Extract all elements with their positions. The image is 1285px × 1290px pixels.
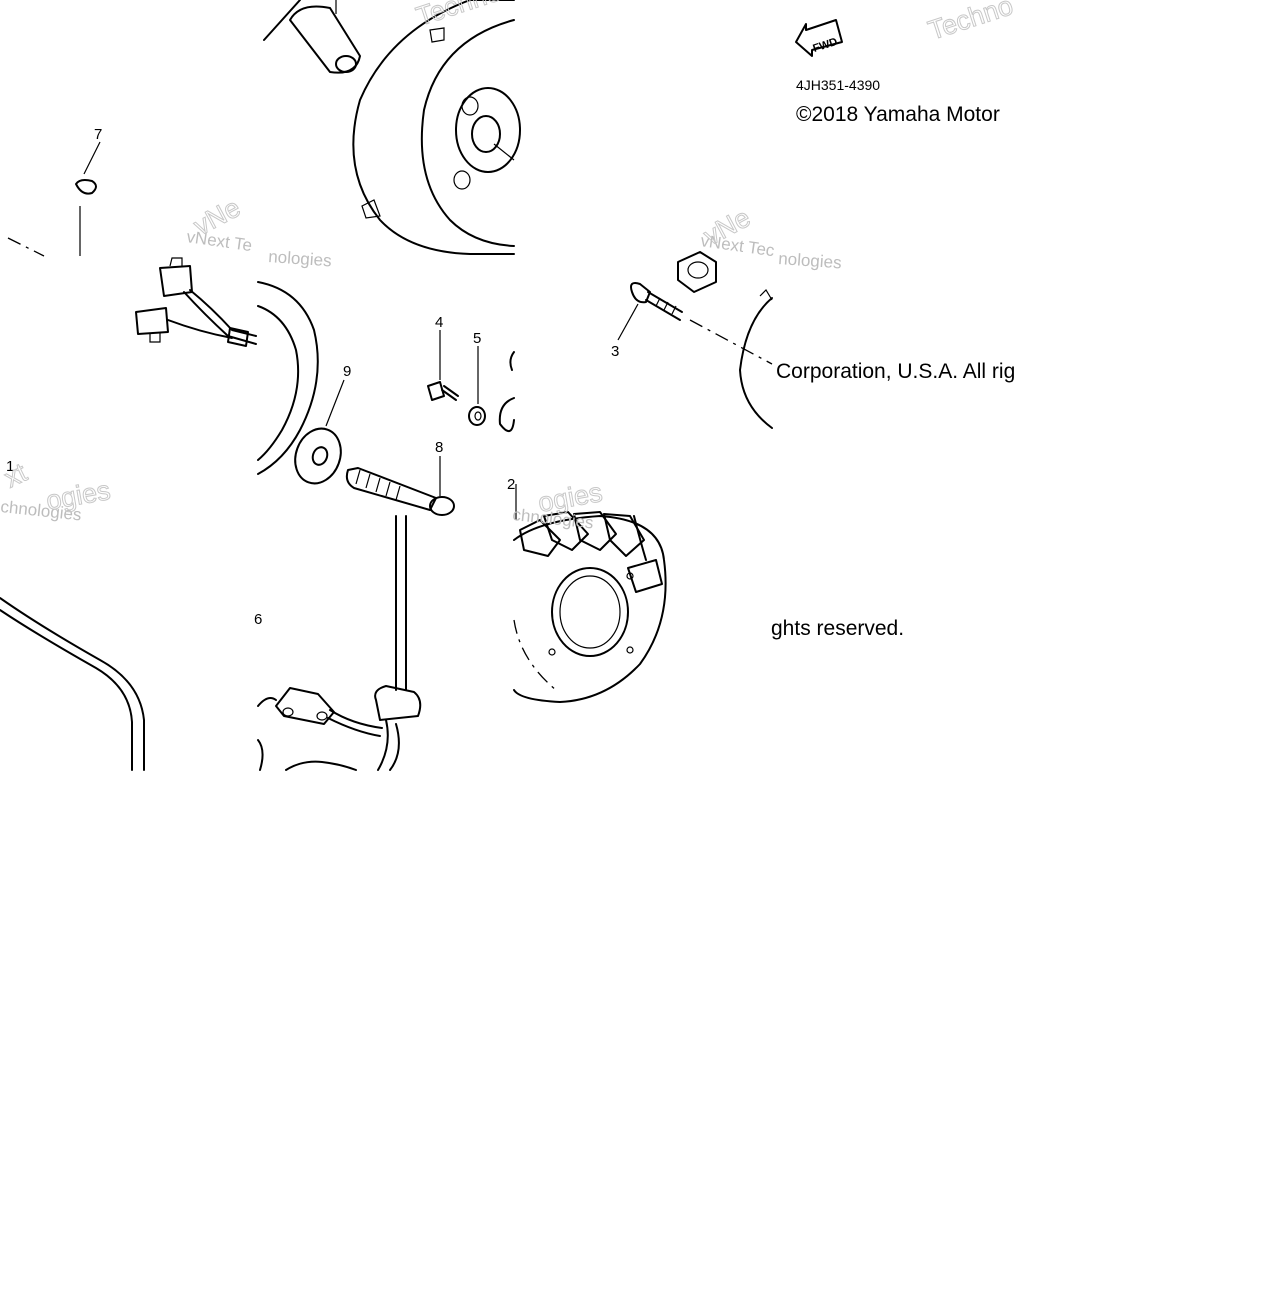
watermark-text: nologies (268, 247, 332, 270)
callout-5: 5 (473, 330, 481, 347)
callout-3: 3 (611, 343, 619, 360)
crankcase-tab (759, 289, 773, 301)
crankcase-arc (739, 297, 773, 429)
lead-wire-inner (0, 609, 133, 771)
callout-2: 2 (507, 476, 515, 493)
dashed-center-line (689, 319, 773, 365)
flange-nut-part (677, 251, 717, 293)
copyright-line-3: ghts reserved. (771, 617, 904, 640)
copyright-line-2: Corporation, U.S.A. All rig (776, 360, 1015, 383)
copyright-line-1: ©2018 Yamaha Motor (796, 103, 1000, 126)
stator-assembly-part-2 (513, 484, 667, 703)
part-code: 4JH351-4390 (796, 77, 880, 93)
callout-9: 9 (343, 363, 351, 380)
fwd-arrow: FWD (795, 19, 843, 57)
fwd-label: FWD (811, 36, 839, 55)
bolt-part-3 (617, 282, 683, 341)
lead-wire-outer (0, 597, 145, 771)
wire-harness-connectors (135, 257, 257, 347)
callout-6: 6 (254, 611, 262, 628)
callout-8: 8 (435, 439, 443, 456)
flywheel-rotor-part (263, 0, 521, 255)
callout-7: 7 (94, 126, 102, 143)
bolt-part-8 (345, 456, 455, 516)
watermark-text: Techno (925, 0, 1017, 46)
callout-4: 4 (435, 314, 443, 331)
screw-part-4 (427, 330, 459, 401)
woodruff-key-part (7, 141, 101, 257)
stator-housing-arc (257, 281, 515, 475)
watermark-text: ogies (44, 475, 113, 516)
watermark-text: nologies (778, 249, 842, 272)
lock-washer-part-5 (468, 346, 486, 426)
pickup-coil-part-6 (257, 515, 422, 771)
watermark-text: xt (0, 457, 32, 493)
callout-1: 1 (6, 458, 14, 475)
washer-part-9 (294, 379, 345, 485)
